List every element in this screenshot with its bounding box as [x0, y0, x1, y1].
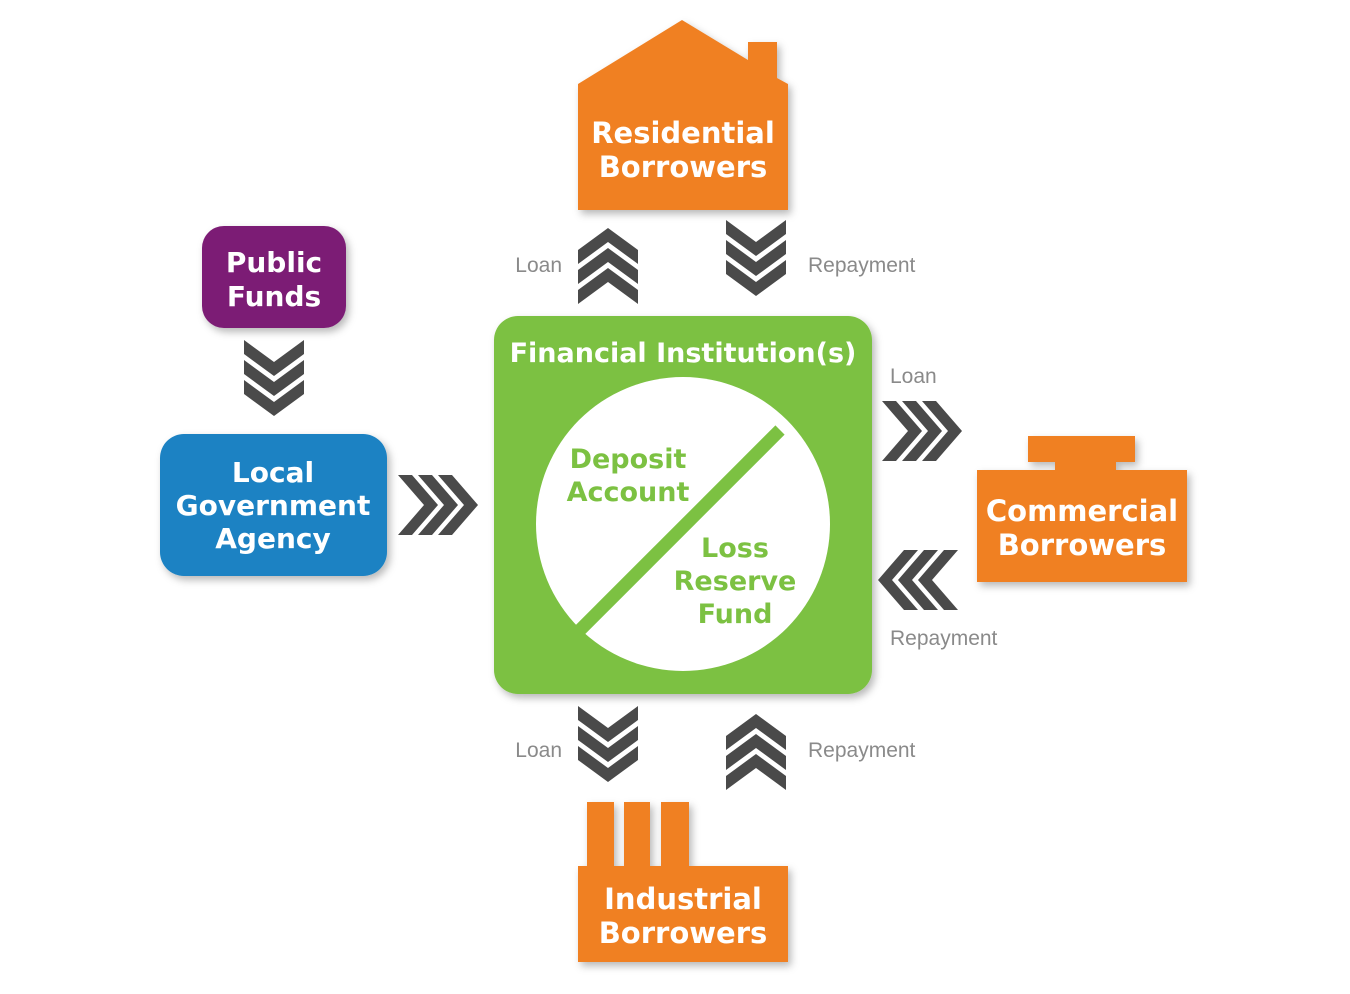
- repayment-down-arrow-icon: [726, 220, 786, 296]
- industrial-repayment-label: Repayment: [808, 739, 916, 762]
- industrial-borrowers-node: [578, 802, 788, 962]
- loss-reserve-line1: Loss: [701, 533, 769, 564]
- industrial-loan-label: Loan: [515, 739, 562, 762]
- financial-institution-title: Financial Institution(s): [510, 338, 857, 369]
- loan-up-arrow-icon: [578, 228, 638, 304]
- loss-reserve-line2: Reserve: [674, 566, 797, 597]
- residential-line2: Borrowers: [599, 150, 768, 184]
- loan-right-arrow-icon: [882, 401, 962, 461]
- loss-reserve-line3: Fund: [698, 599, 773, 630]
- house-icon: [578, 20, 788, 210]
- local-gov-line1: Local: [232, 456, 314, 489]
- deposit-account-line1: Deposit: [570, 444, 687, 475]
- split-divider: [575, 425, 785, 635]
- commercial-line2: Borrowers: [998, 528, 1167, 562]
- commercial-line1: Commercial: [986, 494, 1178, 528]
- factory-icon: [578, 802, 788, 962]
- public-funds-node: [202, 226, 346, 328]
- residential-borrowers-node: [578, 20, 788, 210]
- local-gov-line2: Government: [176, 489, 371, 522]
- deposit-right-arrow-icon: [398, 475, 478, 535]
- repayment-left-arrow-icon: [878, 550, 958, 610]
- loan-down-arrow-icon: [578, 706, 638, 782]
- local-government-agency-node: [160, 434, 387, 576]
- industrial-line2: Borrowers: [599, 916, 768, 950]
- commercial-borrowers-node: [977, 436, 1187, 582]
- commercial-loan-label: Loan: [890, 365, 937, 388]
- local-gov-line3: Agency: [215, 522, 331, 555]
- residential-loan-label: Loan: [515, 254, 562, 277]
- residential-line1: Residential: [591, 116, 775, 150]
- briefcase-icon: [977, 436, 1187, 582]
- industrial-line1: Industrial: [604, 882, 762, 916]
- public-funds-line2: Funds: [227, 280, 321, 313]
- funding-down-arrow-icon: [244, 340, 304, 416]
- residential-repayment-label: Repayment: [808, 254, 916, 277]
- commercial-repayment-label: Repayment: [890, 627, 998, 650]
- repayment-up-arrow-icon: [726, 714, 786, 790]
- deposit-account-line2: Account: [567, 477, 690, 508]
- public-funds-line1: Public: [226, 246, 322, 279]
